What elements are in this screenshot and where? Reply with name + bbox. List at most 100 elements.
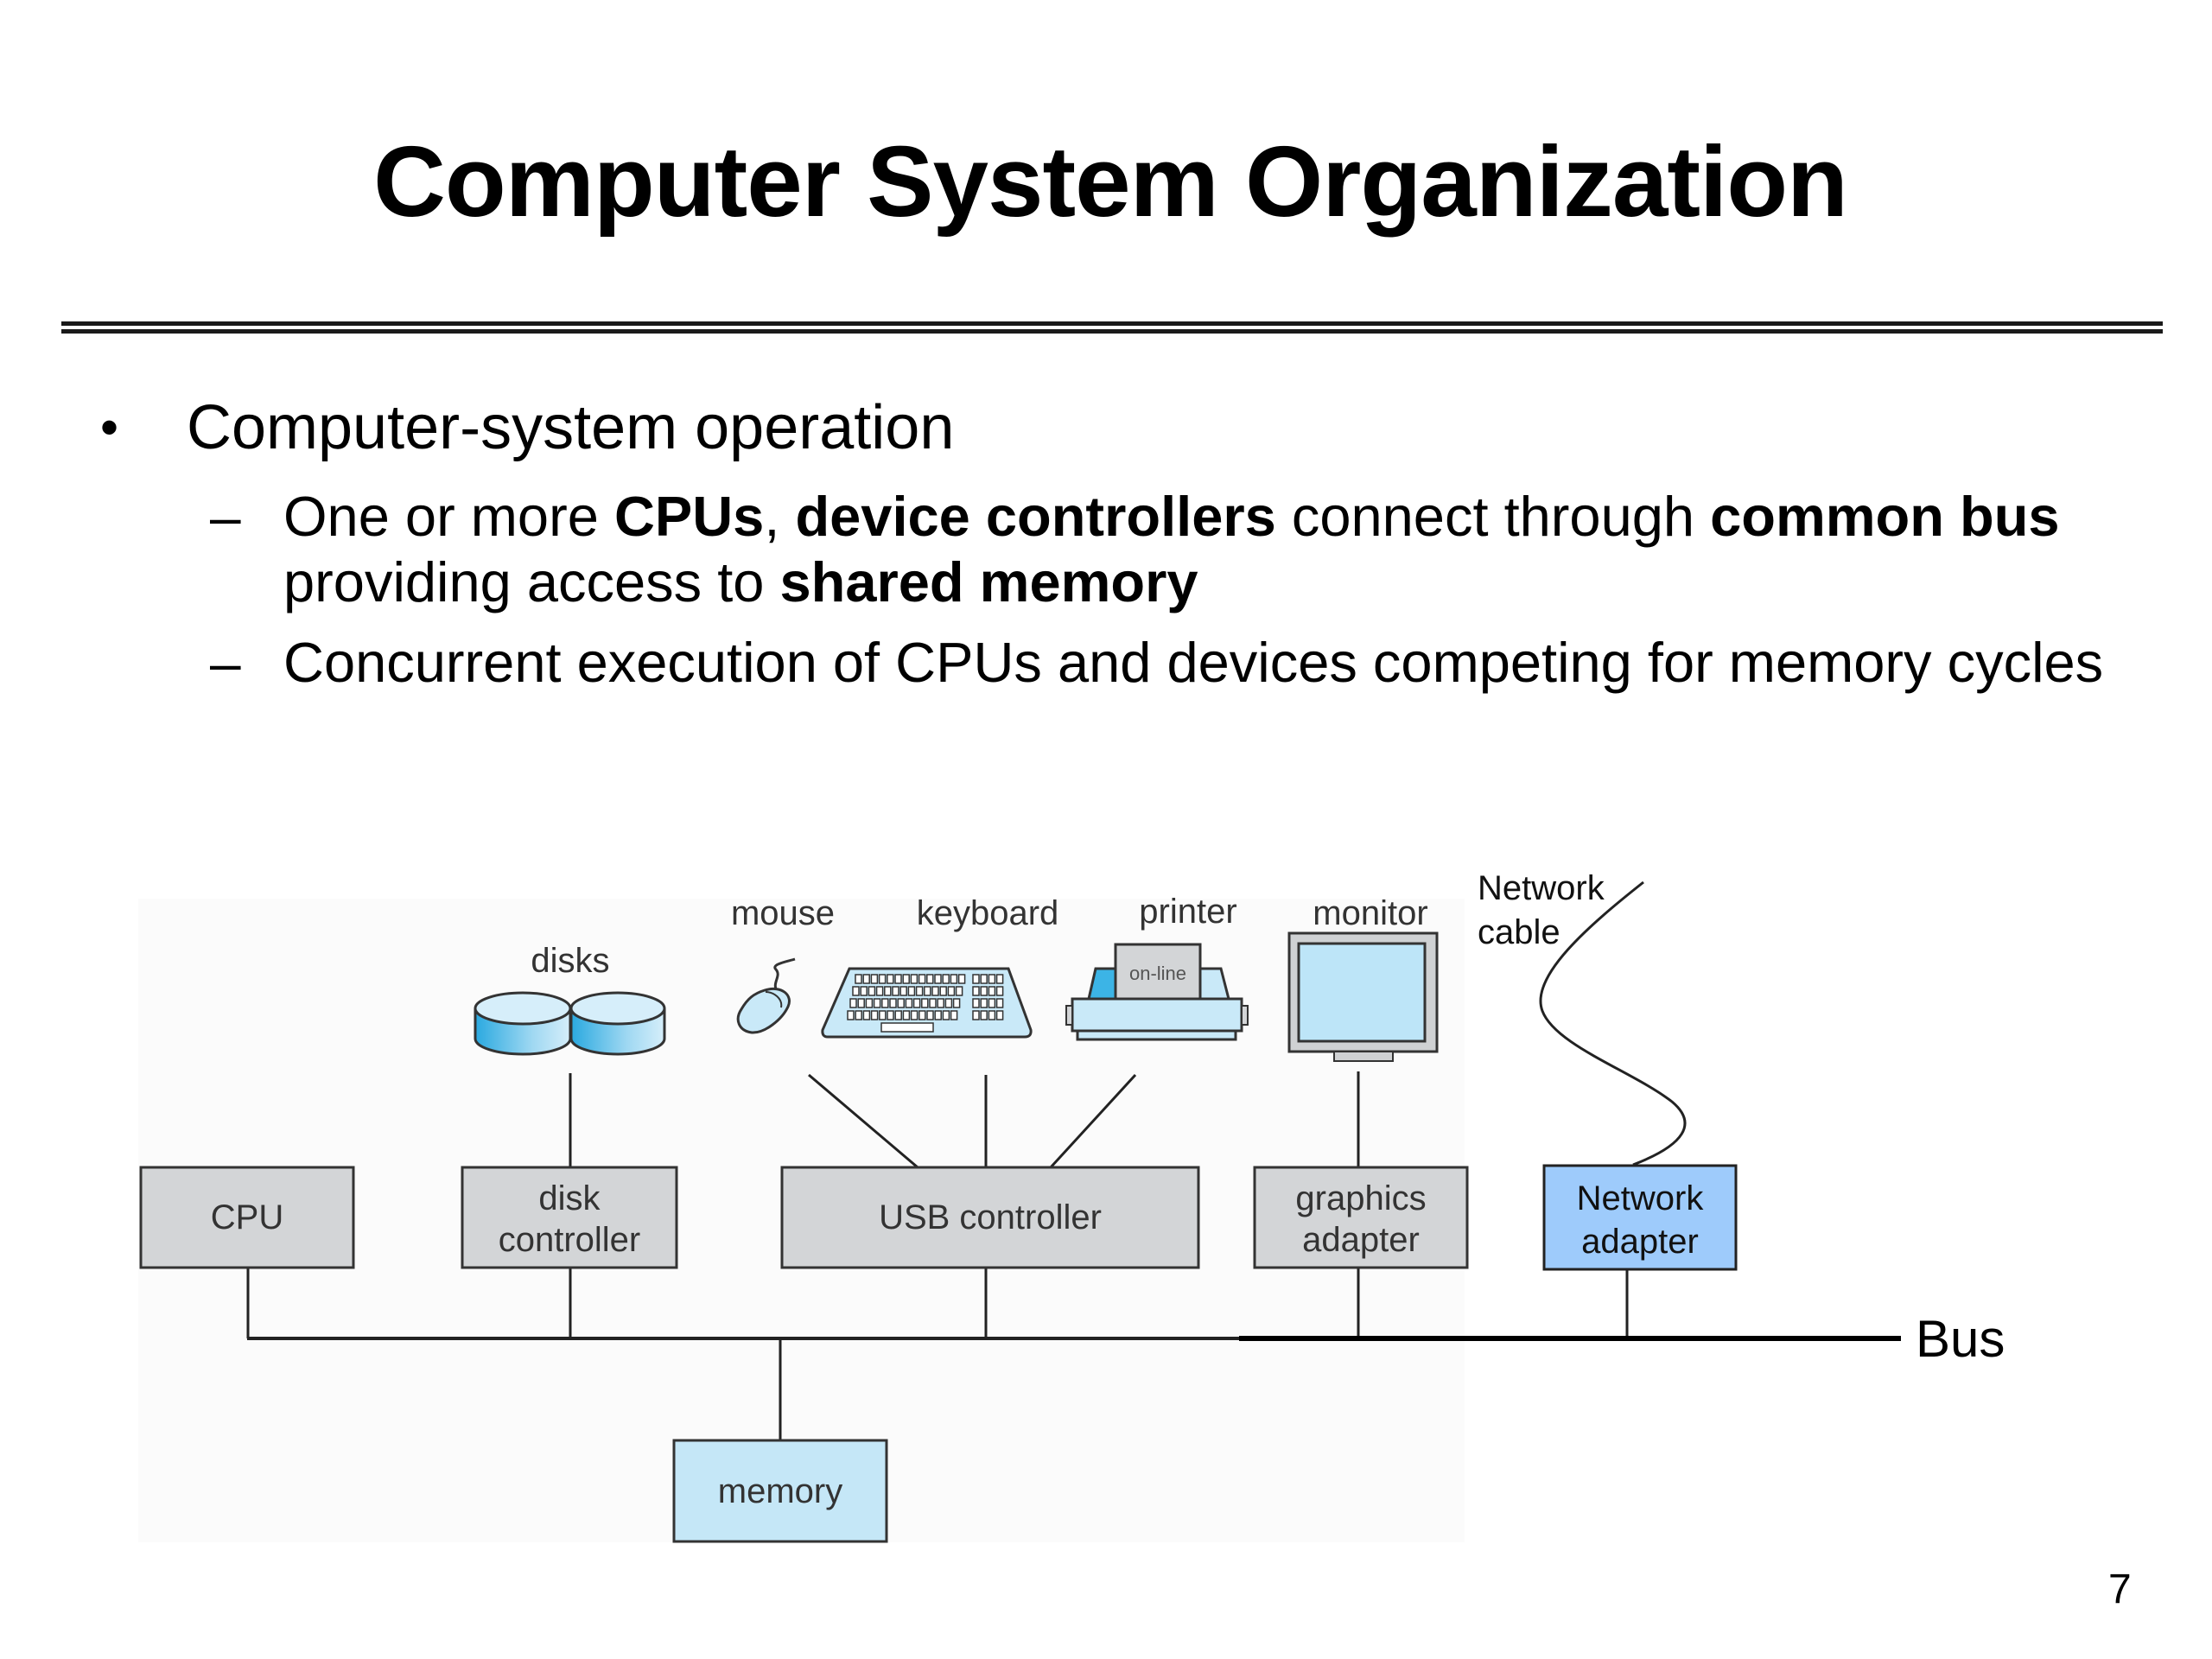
keyboard-key [879, 1010, 887, 1020]
sub-bullet-concurrent-execution: Concurrent execution of CPUs and devices… [283, 631, 2104, 694]
keyboard-key [988, 998, 996, 1008]
page-number: 7 [2108, 1567, 2132, 1612]
graphics-adapter-label-line2: adapter [1302, 1221, 1420, 1259]
graphics-adapter-label-line1: graphics [1295, 1179, 1426, 1217]
keyboard-key [894, 974, 902, 984]
keyboard-key [870, 974, 879, 984]
keyboard-key [918, 974, 926, 984]
keyboard-key [852, 986, 860, 996]
keyboard-key [847, 1010, 855, 1020]
keyboard-key [868, 986, 876, 996]
printer-usb-link [1049, 1073, 1137, 1169]
title-divider-bottom [61, 329, 2163, 334]
keyboard-key [926, 1010, 934, 1020]
keyboard-key [860, 986, 868, 996]
keyboard-key [950, 974, 958, 984]
keyboard-key [910, 974, 918, 984]
keyboard-key [988, 1010, 996, 1020]
network-cable-label-line1: Network [1478, 869, 1605, 907]
printer-paper-label: on-line [1129, 963, 1186, 984]
keyboard-key [926, 974, 934, 984]
keyboard-key [972, 998, 980, 1008]
keyboard-key [884, 986, 892, 996]
keyboard-key [849, 998, 857, 1008]
keyboard-key [980, 974, 988, 984]
keyboard-key [865, 998, 874, 1008]
connection-lines [246, 880, 1687, 1440]
disk-controller-label-line2: controller [499, 1221, 641, 1259]
keyboard-key [995, 974, 1004, 984]
keyboard-key [887, 1010, 894, 1020]
title-divider-top [61, 321, 2163, 326]
mouse-icon [736, 957, 796, 1034]
keyboard-key [873, 998, 881, 1008]
keyboard-key [855, 1010, 862, 1020]
slide-title: Computer System Organization [373, 125, 1848, 238]
sub-bullet-marker: – [210, 632, 241, 694]
keyboard-key [912, 998, 921, 1008]
keyboard-key [980, 998, 988, 1008]
network-cable-label-line2: cable [1478, 913, 1560, 951]
keyboard-key [980, 986, 988, 996]
keyboard-key [862, 974, 870, 984]
keyboard-key [939, 986, 947, 996]
keyboard-key [995, 1010, 1004, 1020]
keyboard-key [921, 998, 929, 1008]
keyboard-key [897, 998, 905, 1008]
keyboard-label: keyboard [917, 894, 1059, 932]
printer-icon: on-line [1065, 943, 1249, 1041]
keyboard-key [988, 974, 996, 984]
keyboard-key [957, 974, 966, 984]
keyboard-key [875, 986, 884, 996]
keyboard-key [972, 986, 980, 996]
keyboard-key [915, 986, 924, 996]
keyboard-key [952, 998, 961, 1008]
keyboard-key [907, 986, 916, 996]
keyboard-key [955, 986, 963, 996]
memory-label: memory [718, 1472, 842, 1510]
memory-box: memory [672, 1439, 888, 1543]
keyboard-key [937, 998, 944, 1008]
mouse-usb-link [808, 1073, 918, 1169]
keyboard-key [905, 998, 913, 1008]
keyboard-key [931, 986, 939, 996]
keyboard-spacebar [880, 1022, 934, 1033]
keyboard-key [878, 974, 887, 984]
printer-label: printer [1139, 893, 1236, 931]
usb-controller-box: USB controller [780, 1166, 1200, 1269]
sub-bullet-cpus-controllers: One or more CPUs, device controllers con… [283, 485, 2060, 548]
monitor-label: monitor [1313, 894, 1427, 932]
keyboard-key [910, 1010, 918, 1020]
bus-label: Bus [1916, 1310, 2005, 1368]
keyboard-key [947, 986, 956, 996]
usb-controller-label: USB controller [879, 1198, 1102, 1236]
keyboard-key [972, 1010, 980, 1020]
keyboard-key [942, 1010, 950, 1020]
keyboard-key [892, 986, 899, 996]
disk-controller-box: disk controller [461, 1166, 678, 1269]
keyboard-key [902, 974, 910, 984]
cpu-box: CPU [139, 1166, 355, 1269]
sub-bullet-cpus-controllers-line2: providing access to shared memory [283, 550, 1198, 613]
mouse-label: mouse [731, 894, 835, 932]
keyboard-key [924, 986, 931, 996]
keyboard-key [988, 986, 996, 996]
disks-label: disks [531, 942, 609, 980]
keyboard-key [887, 974, 894, 984]
disks-icon [474, 991, 666, 1056]
disk-controller-label-line1: disk [538, 1179, 601, 1217]
keyboard-key [950, 1010, 958, 1020]
keyboard-key [902, 1010, 911, 1020]
keyboard-key [929, 998, 937, 1008]
network-cable [1539, 880, 1687, 1166]
cpu-label: CPU [211, 1198, 283, 1236]
keyboard-key [881, 998, 889, 1008]
keyboard-key [899, 986, 907, 996]
network-adapter-box: Network adapter [1542, 1164, 1738, 1271]
network-adapter-label-line2: adapter [1581, 1223, 1699, 1261]
keyboard-key [995, 986, 1004, 996]
keyboard-key [857, 998, 865, 1008]
graphics-adapter-box: graphics adapter [1253, 1166, 1469, 1269]
keyboard-key [862, 1010, 871, 1020]
